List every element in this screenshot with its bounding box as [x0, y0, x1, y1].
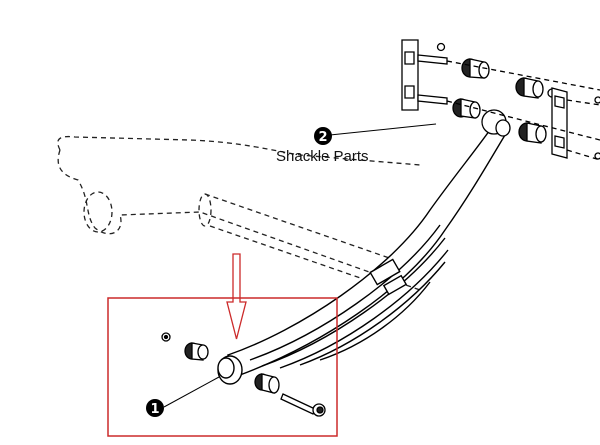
bushing-icon: [254, 373, 280, 394]
shackle-plate-icon: [401, 39, 419, 111]
highlight-box: [107, 297, 338, 437]
front-spring-eye: [217, 355, 243, 385]
bushing-icon: [184, 342, 209, 361]
callout-badge: 2: [314, 123, 437, 145]
callout-number-2: 2: [318, 130, 327, 145]
callout-badge: 1: [146, 376, 220, 417]
bolt-icon: [280, 393, 326, 417]
nut-icon: [161, 332, 171, 342]
callout-number-1: 1: [150, 402, 159, 417]
shackle-parts-label: Shackle Parts: [276, 148, 369, 165]
rear-shackle-assembly: [401, 39, 600, 161]
front-hardware: [161, 332, 326, 417]
down-arrow-icon: [226, 253, 247, 340]
